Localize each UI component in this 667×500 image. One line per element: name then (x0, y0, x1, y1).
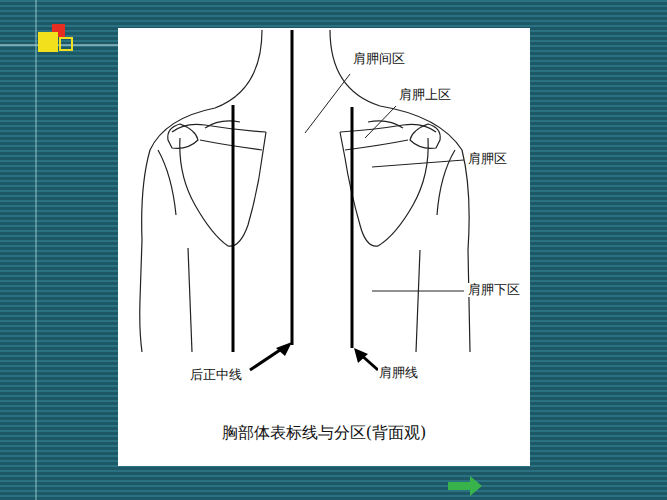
body-outline (140, 30, 470, 352)
region-label: 肩胛线 (378, 366, 419, 380)
caption: 胸部体表标线与分区(背面观) (221, 424, 427, 442)
scapular-line (232, 105, 235, 352)
logo-square (60, 38, 72, 50)
nav-arrow (448, 476, 482, 496)
leader-lines (305, 74, 464, 291)
arrow-head (354, 348, 368, 363)
deco-line (36, 0, 37, 500)
region-label: 后正中线 (189, 368, 243, 382)
scapular-line (351, 107, 354, 348)
region-label: 肩胛区 (467, 152, 508, 166)
region-label: 肩胛下区 (467, 283, 521, 297)
posterior-midline (291, 30, 294, 345)
scapula (340, 121, 440, 246)
logo-square (38, 32, 58, 52)
arrow-head (276, 342, 292, 356)
region-label: 肩胛间区 (352, 52, 406, 66)
scapula (168, 121, 266, 246)
region-label: 肩胛上区 (398, 88, 452, 102)
